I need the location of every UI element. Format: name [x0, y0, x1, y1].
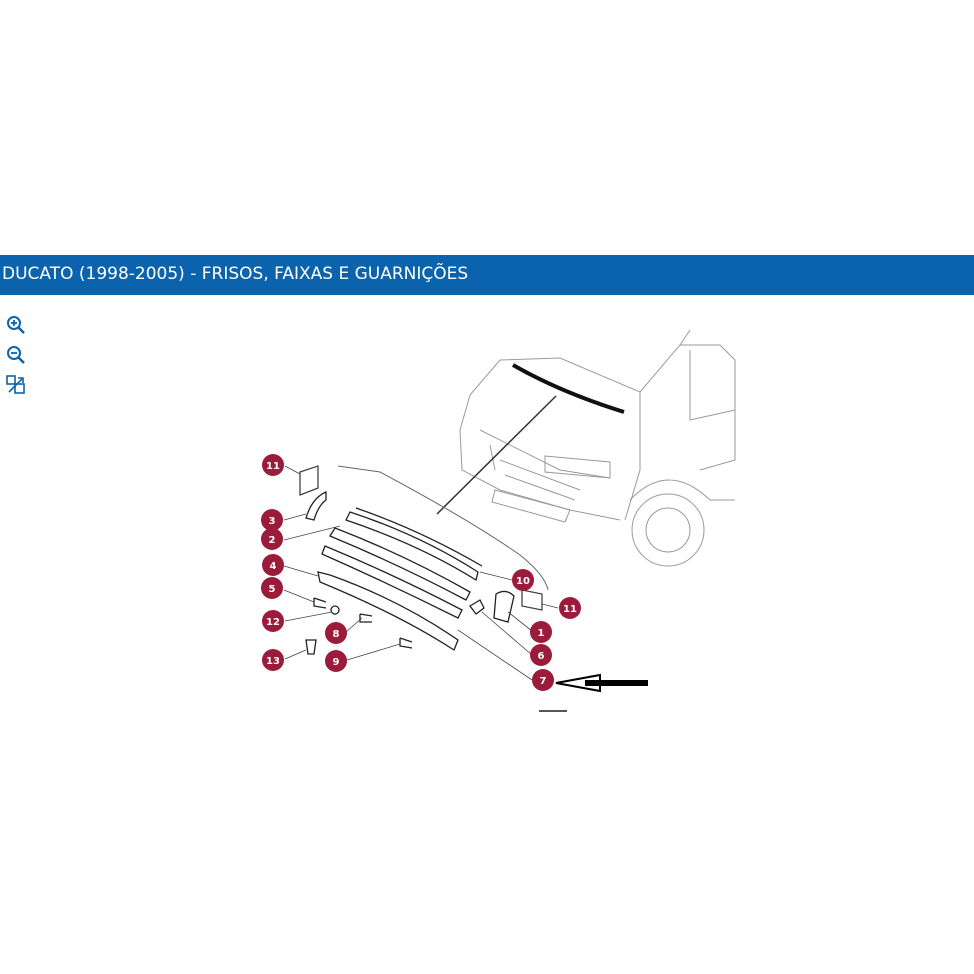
van-illustration	[459, 329, 736, 567]
callout-9[interactable]: 9	[325, 650, 347, 672]
callout-11a[interactable]: 11	[262, 454, 284, 476]
page-title: DUCATO (1998-2005) - FRISOS, FAIXAS E GU…	[2, 264, 469, 284]
zoom-toolbar	[5, 314, 29, 404]
callout-10[interactable]: 10	[512, 569, 534, 591]
callout-1[interactable]: 1	[530, 621, 552, 643]
zoom-out-icon[interactable]	[5, 344, 27, 366]
hood-edge-outline	[337, 465, 549, 591]
callout-5[interactable]: 5	[261, 577, 283, 599]
svg-text:11: 11	[563, 604, 577, 615]
svg-text:9: 9	[333, 657, 340, 668]
svg-text:5: 5	[269, 584, 276, 595]
svg-text:12: 12	[266, 617, 280, 628]
leader-line	[436, 395, 557, 515]
svg-text:13: 13	[266, 656, 280, 667]
svg-text:10: 10	[516, 576, 530, 587]
callout-4[interactable]: 4	[262, 554, 284, 576]
fit-to-screen-icon[interactable]	[5, 374, 27, 396]
roof-seal-strip	[512, 363, 625, 414]
callout-8[interactable]: 8	[325, 622, 347, 644]
svg-text:2: 2	[269, 535, 276, 546]
callout-6[interactable]: 6	[530, 644, 552, 666]
svg-text:1: 1	[538, 628, 545, 639]
callout-12[interactable]: 12	[262, 610, 284, 632]
svg-text:3: 3	[269, 516, 276, 527]
callout-2[interactable]: 2	[261, 528, 283, 550]
callout-11b[interactable]: 11	[559, 597, 581, 619]
svg-text:8: 8	[333, 629, 340, 640]
pointer-arrow	[555, 673, 648, 693]
callout-leaders	[283, 465, 559, 681]
callout-3[interactable]: 3	[261, 509, 283, 531]
svg-text:7: 7	[540, 676, 547, 687]
callout-13[interactable]: 13	[262, 649, 284, 671]
zoom-in-icon[interactable]	[5, 314, 27, 336]
svg-text:6: 6	[538, 651, 545, 662]
svg-text:4: 4	[270, 561, 277, 572]
exploded-parts	[299, 465, 543, 655]
title-bar: DUCATO (1998-2005) - FRISOS, FAIXAS E GU…	[0, 255, 974, 295]
svg-text:11: 11	[266, 461, 280, 472]
callout-7[interactable]: 7	[532, 669, 554, 691]
